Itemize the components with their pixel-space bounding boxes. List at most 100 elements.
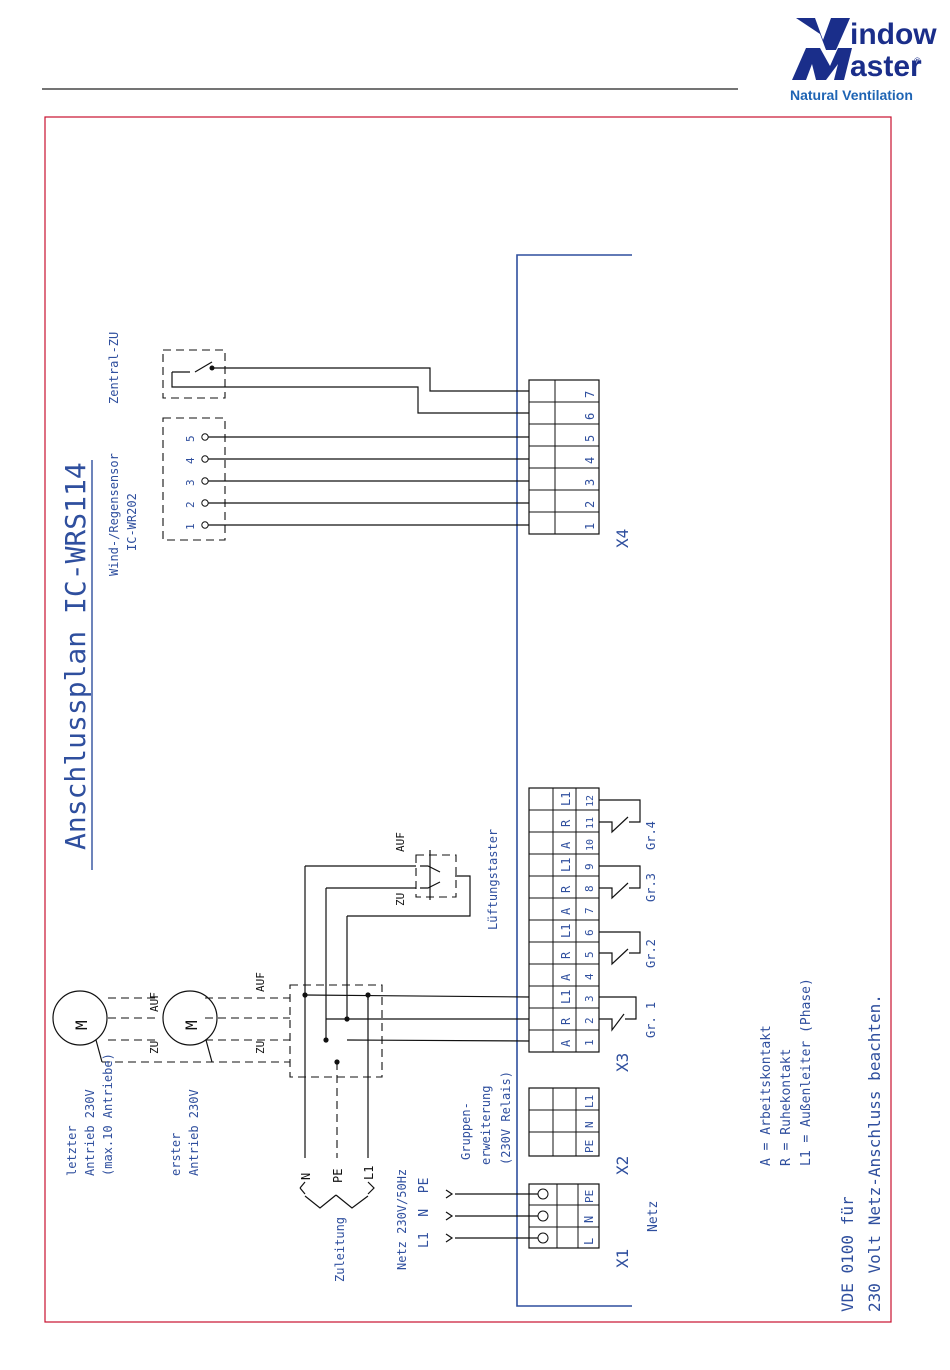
first-drive-caption-2: Antrieb 230V <box>187 1089 201 1176</box>
x1-terminal-n: N <box>582 1216 596 1223</box>
x3-number-2: 2 <box>583 1017 596 1024</box>
lueftungstaster-box <box>415 854 457 898</box>
x2-terminal-l1: L1 <box>583 1095 596 1108</box>
sensor-wires <box>208 436 529 526</box>
sensor-terminal-4: 4 <box>184 457 197 464</box>
x3-function-1: A <box>559 1039 573 1047</box>
zuleitung-wire-n: N <box>299 1173 313 1180</box>
zuleitung-label: Zuleitung <box>333 1217 347 1282</box>
last-drive-caption-3: (max.10 Antriebe) <box>101 1053 115 1176</box>
first-drive-motor <box>162 990 218 1046</box>
first-drive-lead <box>205 1039 213 1063</box>
first-drive-auf-label: AUF <box>254 972 267 992</box>
x3-number-7: 7 <box>583 907 596 914</box>
last-drive-auf-label: AUF <box>148 992 161 1012</box>
zentral-zu-contact <box>171 361 213 388</box>
zentral-zu-label: Zentral-ZU <box>107 332 121 404</box>
x3-function-7: A <box>559 907 573 915</box>
netz-feed-line1: Netz 230V/50Hz <box>395 1169 409 1270</box>
logo-registered: ® <box>914 56 921 66</box>
x3-number-4: 4 <box>583 973 596 980</box>
last-drive-motor <box>52 990 108 1046</box>
x1-label: X1 <box>613 1249 632 1268</box>
x4-terminal-2: 2 <box>583 501 597 508</box>
x4-terminal-block <box>528 379 600 535</box>
footnote-line1: VDE 0100 für <box>838 1196 857 1312</box>
x3-label: X3 <box>613 1053 632 1072</box>
x2-note-line2: erweiterung <box>479 1086 493 1165</box>
x4-terminal-4: 4 <box>583 457 597 464</box>
x4-terminal-3: 3 <box>583 479 597 486</box>
last-drive-motor-symbol: M <box>72 1020 91 1030</box>
diagram-frame <box>44 116 892 1323</box>
x4-terminal-1: 1 <box>583 523 597 530</box>
legend-line2: R = Ruhekontakt <box>779 1049 794 1166</box>
junction-box <box>289 984 383 1078</box>
x3-number-8: 8 <box>583 885 596 892</box>
taster-auf-label: AUF <box>394 832 407 852</box>
group-2-label: Gr.2 <box>644 939 658 968</box>
logo-line1: indow <box>850 18 937 51</box>
x3-function-5: R <box>559 951 573 959</box>
last-drive-lead <box>95 1039 103 1063</box>
last-drive-zu-label: ZU <box>148 1041 161 1054</box>
windowmaster-logo: indow aster ® Natural Ventilation <box>790 18 937 103</box>
x3-function-11: R <box>559 819 573 827</box>
x1-caption: Netz <box>646 1201 661 1232</box>
x1-terminal-l: L <box>582 1238 596 1245</box>
x3-number-6: 6 <box>583 929 596 936</box>
x3-function-3: L1 <box>559 990 573 1004</box>
zentral-zu-wires <box>212 367 529 414</box>
x4-label: X4 <box>613 529 632 548</box>
x3-number-10: 10 <box>585 839 596 851</box>
netz-feed-line2: L1 N PE <box>417 1178 432 1248</box>
zuleitung-wires <box>299 995 375 1209</box>
taster-label: Lüftungstaster <box>486 829 500 930</box>
sensor-terminal-3: 3 <box>184 479 197 486</box>
x3-function-12: L1 <box>559 792 573 806</box>
first-drive-zu-label: ZU <box>254 1041 267 1054</box>
x3-function-9: L1 <box>559 858 573 872</box>
netz-feed-wires <box>445 1189 538 1243</box>
last-drive-caption-1: letzter <box>65 1125 79 1176</box>
x3-number-3: 3 <box>583 995 596 1002</box>
x3-terminal-block <box>528 787 600 1053</box>
last-drive-caption-2: Antrieb 230V <box>83 1089 97 1176</box>
x2-label: X2 <box>613 1156 632 1175</box>
sensor-terminal-2: 2 <box>184 501 197 508</box>
motor-wires <box>102 997 290 1063</box>
zentral-zu-box <box>162 349 226 399</box>
x4-terminal-5: 5 <box>583 435 597 442</box>
x3-function-10: A <box>559 841 573 849</box>
zuleitung-wire-pe: PE <box>331 1169 345 1183</box>
x3-number-12: 12 <box>585 795 596 807</box>
sensor-terminal-screws <box>201 433 209 529</box>
group-3-label: Gr.3 <box>644 873 658 902</box>
controller-bus-line <box>516 254 632 1307</box>
x1-terminal-pe: PE <box>583 1190 596 1203</box>
sensor-model: IC-WR202 <box>125 493 139 551</box>
x2-note-line1: Gruppen- <box>459 1102 473 1160</box>
logo-tagline: Natural Ventilation <box>790 87 913 103</box>
x3-drive-wires <box>304 865 530 1042</box>
x3-number-1: 1 <box>583 1039 596 1046</box>
x2-terminal-n: N <box>583 1121 596 1128</box>
group-1-label: Gr. 1 <box>644 1002 658 1038</box>
group-relay-jumpers <box>599 799 641 1032</box>
x3-number-5: 5 <box>583 951 596 958</box>
wind-rain-sensor-box <box>162 417 226 541</box>
x3-function-6: L1 <box>559 924 573 938</box>
first-drive-motor-symbol: M <box>182 1020 201 1030</box>
lueftungstaster-contacts <box>420 850 441 900</box>
x3-number-9: 9 <box>583 863 596 870</box>
x4-terminal-7: 7 <box>583 391 597 398</box>
x4-terminal-6: 6 <box>583 413 597 420</box>
x2-terminal-block <box>528 1087 600 1157</box>
sensor-terminal-5: 5 <box>184 435 197 442</box>
sensor-terminal-1: 1 <box>184 523 197 530</box>
logo-m-mark <box>792 48 852 80</box>
footnote-line2: 230 Volt Netz-Anschluss beachten. <box>865 994 884 1312</box>
sensor-name: Wind-/Regensensor <box>107 453 121 576</box>
x3-number-11: 11 <box>585 817 596 829</box>
